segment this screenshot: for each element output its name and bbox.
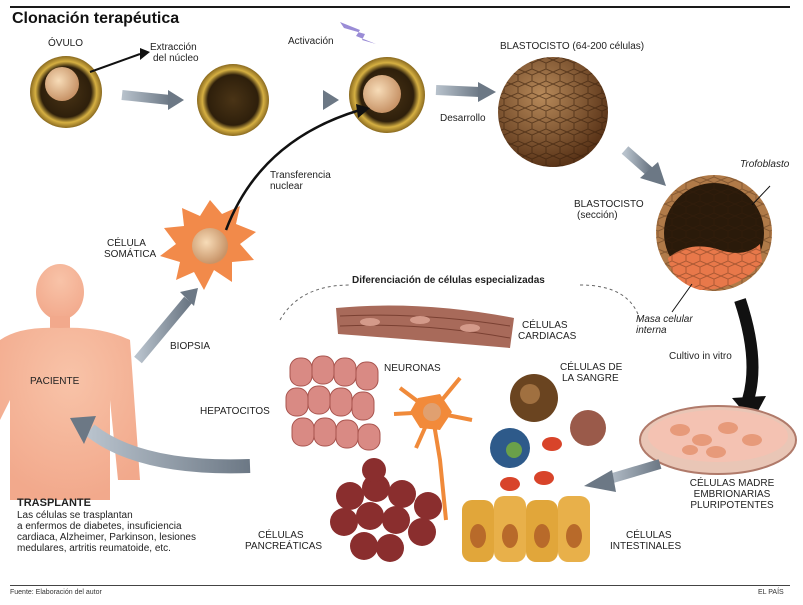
paciente-label: PACIENTE xyxy=(30,376,80,387)
blastocisto-label: BLASTOCISTO (64-200 células) xyxy=(500,41,645,52)
diferenciacion-label: Diferenciación de células especializadas xyxy=(352,275,545,286)
blastocisto-seccion-label-1: BLASTOCISTO xyxy=(574,199,644,210)
cultivo-label: Cultivo in vitro xyxy=(669,351,732,362)
masa-leader xyxy=(671,283,693,313)
celula-somatica-cell xyxy=(160,200,256,290)
trasplante-text-2: a enfermos de diabetes, insuficiencia xyxy=(17,521,182,532)
top-rule xyxy=(10,6,790,8)
trasplante-text-4: medulares, artritis reumatoide, etc. xyxy=(17,543,171,554)
flow-arrow-4 xyxy=(621,146,654,176)
cardiacas-label-1: CÉLULAS xyxy=(522,320,568,331)
somatica-label-1: CÉLULA xyxy=(107,238,146,249)
differentiation-arrow xyxy=(604,459,662,485)
source-note: Fuente: Elaboración del autor xyxy=(10,589,102,596)
blastocisto-seccion xyxy=(656,175,772,291)
transferencia-label-2: nuclear xyxy=(270,181,303,192)
pancreatic-cells xyxy=(330,458,442,562)
bottom-rule xyxy=(10,585,790,586)
ovulo-label: ÓVULO xyxy=(48,38,84,49)
biopsia-label: BIOPSIA xyxy=(170,341,211,352)
activated-egg xyxy=(349,57,425,133)
cardiac-cells xyxy=(336,305,514,348)
trasplante-title: TRASPLANTE xyxy=(17,497,91,509)
madre-label-3: PLURIPOTENTES xyxy=(690,500,774,511)
somatica-label-2: SOMÁTICA xyxy=(104,249,157,260)
masa-label-2: interna xyxy=(636,325,667,336)
intestinales-label-1: CÉLULAS xyxy=(626,530,672,541)
extraccion-label-2: del núcleo xyxy=(153,53,199,64)
madre-label-2: EMBRIONARIAS xyxy=(693,489,771,500)
neuron xyxy=(393,376,473,521)
trofoblasto-leader xyxy=(751,185,771,206)
transferencia-label-1: Transferencia xyxy=(270,170,331,181)
intestinal-cells xyxy=(462,496,590,562)
patient-figure xyxy=(0,264,140,500)
cardiacas-label-2: CARDIACAS xyxy=(518,331,577,342)
trofoblasto-label: Trofoblasto xyxy=(740,159,790,170)
hepatocitos-label: HEPATOCITOS xyxy=(200,406,270,417)
cultivo-arrow xyxy=(734,298,759,402)
credit: EL PAÍS xyxy=(758,589,784,596)
hepatocytes xyxy=(285,355,381,451)
flow-arrow-3 xyxy=(435,85,481,97)
biopsia-arrow xyxy=(134,296,192,364)
trasplante-text-1: Las células se trasplantan xyxy=(17,510,133,521)
page-title: Clonación terapéutica xyxy=(12,10,180,27)
desarrollo-label: Desarrollo xyxy=(440,113,486,124)
activacion-label: Activación xyxy=(288,36,334,47)
pancreaticas-label-2: PANCREÁTICAS xyxy=(245,541,323,552)
trasplante-text-3: cardiaca, Alzheimer, Parkinson, lesiones xyxy=(17,532,196,543)
sangre-label-1: CÉLULAS DE xyxy=(560,362,623,373)
blood-cells xyxy=(490,374,606,491)
diferenciacion-bracket xyxy=(279,284,641,321)
extraccion-label-1: Extracción xyxy=(150,42,197,53)
blastocisto-seccion-label-2: (sección) xyxy=(577,210,618,221)
intestinales-label-2: INTESTINALES xyxy=(610,541,682,552)
enucleated-egg xyxy=(197,64,269,136)
lightning-icon xyxy=(340,22,376,44)
ovulo-cell xyxy=(30,56,102,128)
trasplante-arrow xyxy=(85,424,251,474)
transfer-arrow xyxy=(224,108,361,231)
sangre-label-2: LA SANGRE xyxy=(562,373,619,384)
neuronas-label: NEURONAS xyxy=(384,363,441,374)
blastocisto-whole xyxy=(498,57,608,167)
pancreaticas-label-1: CÉLULAS xyxy=(258,530,304,541)
petri-dish xyxy=(639,405,797,475)
flow-arrow-1 xyxy=(121,90,171,105)
madre-label-1: CÉLULAS MADRE xyxy=(689,478,775,489)
masa-label-1: Masa celular xyxy=(636,314,693,325)
extraction-arrow xyxy=(89,53,141,73)
